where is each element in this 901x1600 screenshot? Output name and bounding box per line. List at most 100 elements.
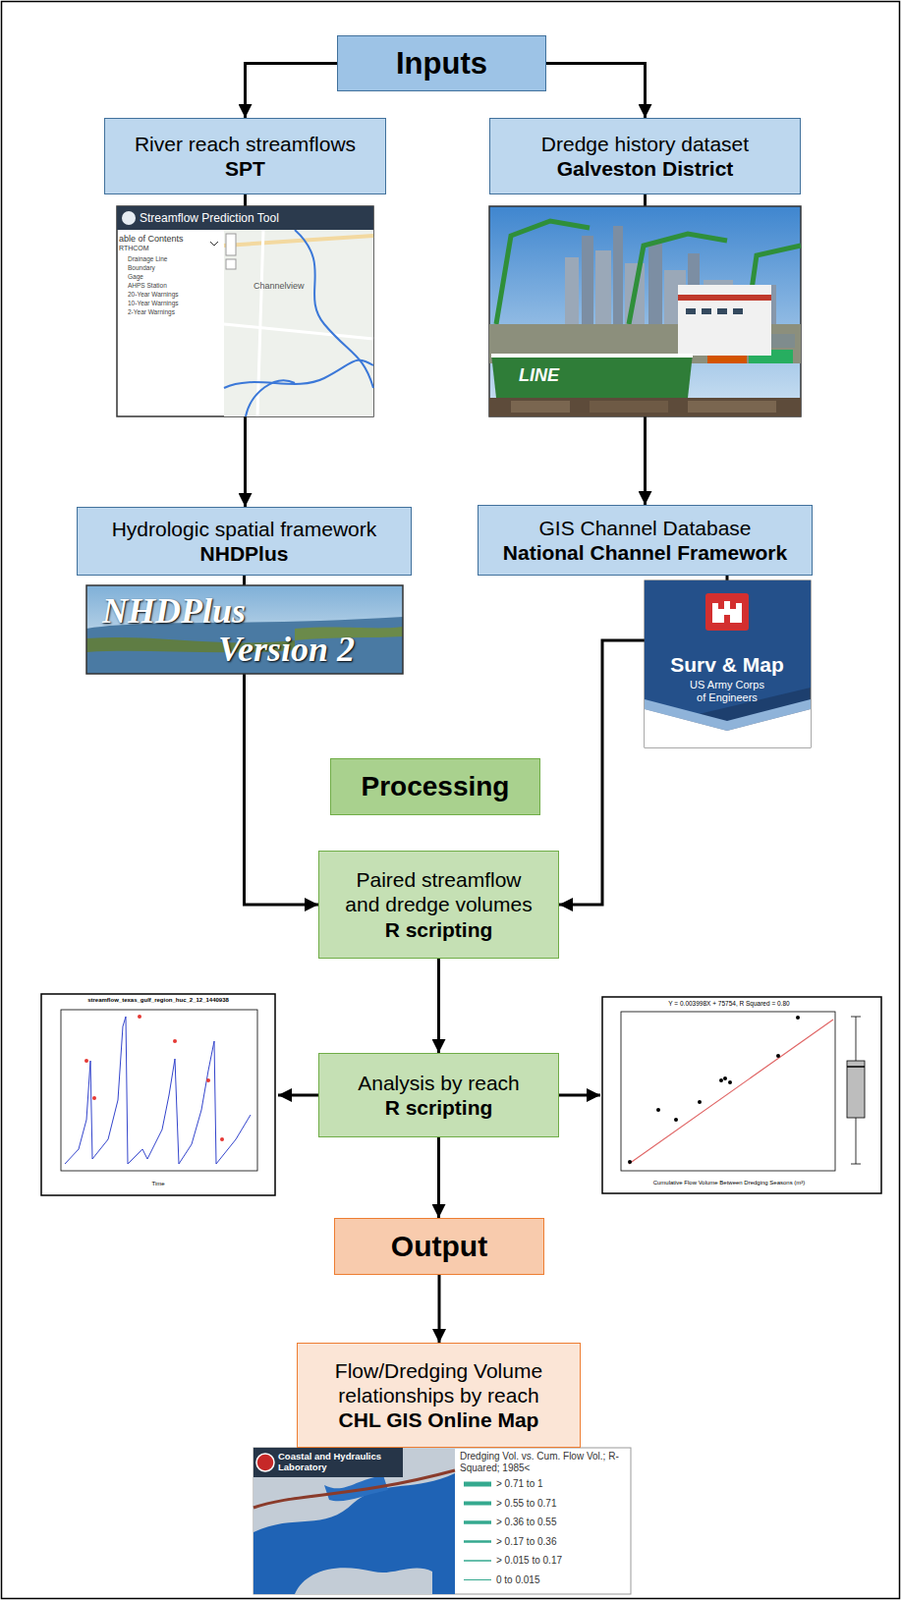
spt-screenshot bbox=[245, 380, 295, 417]
port-photo bbox=[732, 308, 743, 315]
surv-map-logo bbox=[644, 709, 811, 748]
flow-arrow bbox=[546, 63, 646, 119]
legend-item: > 0.36 to 0.55 bbox=[496, 1517, 557, 1529]
leader-arrow bbox=[278, 1094, 319, 1098]
port-photo bbox=[489, 206, 801, 417]
regression-chart bbox=[674, 1118, 678, 1123]
spt-screenshot bbox=[224, 235, 374, 246]
surv-map-logo bbox=[644, 580, 811, 748]
chl-web-map bbox=[253, 1448, 403, 1478]
port-photo bbox=[489, 206, 801, 417]
process-box: Analysis by reachR scripting bbox=[318, 1053, 560, 1138]
spt-screenshot bbox=[116, 206, 374, 230]
picture-text: Channelview bbox=[253, 281, 305, 292]
node-title: GIS Channel Database bbox=[539, 515, 752, 541]
node-subtitle: R scripting bbox=[385, 917, 494, 943]
regression-chart bbox=[656, 1108, 661, 1113]
port-photo bbox=[701, 308, 712, 315]
node-subtitle: CHL GIS Online Map bbox=[338, 1407, 540, 1433]
regression-chart bbox=[850, 1016, 861, 1018]
node-title: Inputs bbox=[395, 45, 488, 82]
port-photo bbox=[717, 308, 728, 315]
node-title: Hydrologic spatial framework bbox=[112, 516, 378, 542]
picture-text: LINE bbox=[518, 365, 560, 388]
chl-web-map bbox=[463, 1502, 492, 1507]
cumulative-flow-chart bbox=[64, 1016, 251, 1165]
surv-map-logo bbox=[712, 603, 719, 610]
process-box: Paired streamflow and dredge volumesR sc… bbox=[318, 850, 560, 959]
section-header: Output bbox=[334, 1218, 545, 1276]
port-photo bbox=[677, 284, 772, 356]
surv-map-logo bbox=[644, 580, 811, 748]
node-title: Analysis by reach bbox=[357, 1070, 520, 1096]
port-photo bbox=[496, 221, 590, 325]
legend-label: 0 to 0.015 bbox=[496, 1575, 540, 1586]
regression-chart bbox=[602, 997, 882, 1194]
port-photo bbox=[491, 353, 693, 398]
regression-chart bbox=[795, 1015, 800, 1020]
port-photo bbox=[687, 400, 777, 413]
picture-text: Cumulative Flow Volume Between Dredging … bbox=[606, 1180, 852, 1187]
chl-web-map bbox=[256, 1454, 275, 1472]
chl-web-map bbox=[463, 1579, 492, 1581]
regression-chart bbox=[776, 1054, 781, 1059]
picture-text: Gage bbox=[127, 273, 144, 282]
picture-text: Coastal and Hydraulics Laboratory bbox=[278, 1451, 400, 1474]
picture-text: Time bbox=[45, 1181, 272, 1188]
picture-text: Drainage Line bbox=[127, 255, 168, 264]
legend-item: > 0.015 to 0.17 bbox=[496, 1555, 563, 1568]
port-photo bbox=[648, 243, 663, 327]
chl-web-map bbox=[253, 1448, 631, 1595]
spt-screenshot bbox=[224, 360, 374, 389]
legend-label: > 0.71 to 1 bbox=[496, 1478, 544, 1490]
legend-label: > 0.36 to 0.55 bbox=[496, 1517, 557, 1528]
surv-map-logo bbox=[724, 615, 731, 623]
surv-map-logo bbox=[705, 593, 749, 631]
chl-web-map bbox=[463, 1520, 492, 1525]
picture-text: Surv & Map bbox=[648, 652, 806, 677]
spt-screenshot bbox=[224, 324, 374, 339]
legend-label: > 0.17 to 0.36 bbox=[496, 1536, 557, 1548]
input-box: Dredge history datasetGalveston District bbox=[489, 117, 801, 195]
cumulative-flow-chart bbox=[41, 994, 276, 1196]
chl-web-map bbox=[463, 1560, 492, 1563]
flow-arrow bbox=[437, 1137, 441, 1219]
legend-item: 0 to 0.015 bbox=[496, 1575, 540, 1587]
cumulative-flow-chart bbox=[220, 1137, 225, 1142]
port-photo bbox=[510, 400, 570, 413]
node-title: Paired streamflow and dredge volumes bbox=[337, 867, 540, 917]
input-box: River reach streamflowsSPT bbox=[104, 117, 387, 195]
output-box: Flow/Dredging Volume relationships by re… bbox=[296, 1343, 581, 1449]
chl-web-map bbox=[294, 1568, 433, 1595]
port-photo bbox=[589, 400, 669, 413]
spt-screenshot bbox=[116, 206, 374, 417]
surv-map-logo bbox=[712, 609, 742, 623]
legend-label: > 0.55 to 0.71 bbox=[496, 1498, 557, 1510]
chl-web-map bbox=[253, 1448, 455, 1595]
cumulative-flow-chart bbox=[60, 1010, 258, 1172]
regression-chart bbox=[850, 1164, 861, 1166]
nhdplus-banner bbox=[86, 585, 403, 675]
regression-chart bbox=[620, 1012, 836, 1172]
spt-screenshot bbox=[225, 259, 236, 270]
regression-chart bbox=[628, 1019, 834, 1165]
chl-web-map bbox=[253, 1448, 631, 1595]
legend-item: > 0.55 to 0.71 bbox=[496, 1498, 557, 1511]
port-photo bbox=[564, 257, 579, 327]
regression-chart bbox=[627, 1160, 632, 1165]
node-title: Processing bbox=[361, 770, 510, 804]
picture-text: Version 2 bbox=[218, 631, 355, 668]
picture-text: US Army Corps of Engineers bbox=[685, 678, 769, 705]
port-photo bbox=[613, 225, 623, 327]
picture-text: AHPS Station bbox=[127, 281, 168, 290]
picture-text: 10-Year Warnings bbox=[127, 299, 179, 308]
picture-text: 2-Year Warnings bbox=[127, 308, 175, 317]
input-box: GIS Channel DatabaseNational Channel Fra… bbox=[477, 505, 813, 576]
cumulative-flow-chart bbox=[137, 1014, 142, 1019]
legend-label: > 0.015 to 0.17 bbox=[496, 1555, 563, 1567]
nhdplus-banner bbox=[86, 585, 403, 675]
picture-text: able of Contents bbox=[118, 233, 184, 245]
picture-text: NHDPlus bbox=[102, 593, 246, 629]
